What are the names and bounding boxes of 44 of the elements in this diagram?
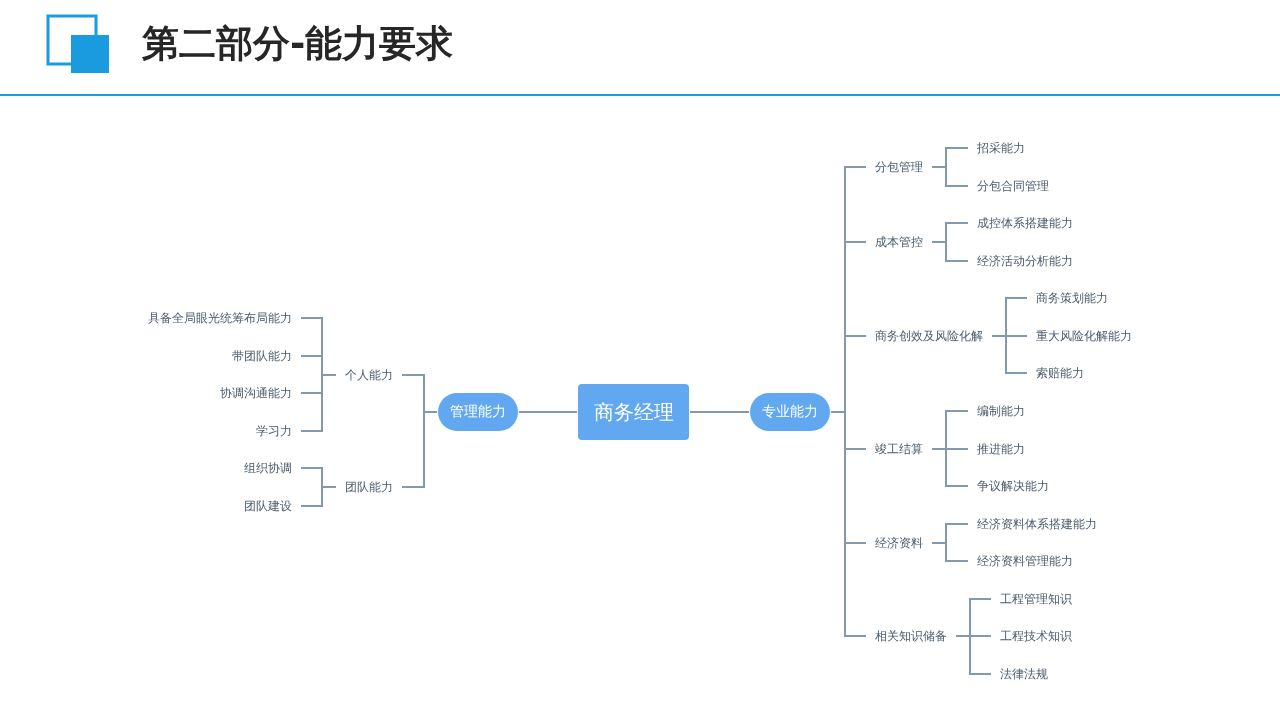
- topic-label: 经济资料: [867, 535, 931, 551]
- topic-label: 经济活动分析能力: [969, 253, 1081, 269]
- topic-label: 团队建设: [236, 498, 300, 514]
- topic-label: 商务创效及风险化解: [867, 328, 991, 344]
- connector-line: [931, 241, 969, 262]
- topic-label: 分包合同管理: [969, 178, 1057, 194]
- connector-line: [300, 486, 337, 507]
- topic-label: 法律法规: [992, 666, 1056, 682]
- topic-label: 竣工结算: [867, 441, 931, 457]
- connector-line: [931, 166, 969, 187]
- topic-pill: 专业能力: [750, 393, 830, 431]
- connector-line: [300, 374, 337, 432]
- connector-line: [991, 335, 1028, 374]
- topic-label: 个人能力: [337, 367, 401, 383]
- topic-label: 学习力: [248, 423, 300, 439]
- topic-label: 工程技术知识: [992, 628, 1080, 644]
- topic-label: 带团队能力: [224, 348, 300, 364]
- connector-line: [689, 411, 750, 413]
- topic-label: 成本管控: [867, 234, 931, 250]
- connector-line: [931, 542, 969, 562]
- topic-label: 推进能力: [969, 441, 1033, 457]
- connector-line: [931, 448, 969, 487]
- root-box: 商务经理: [578, 384, 689, 440]
- topic-label: 协调沟通能力: [212, 385, 300, 401]
- topic-label: 工程管理知识: [992, 591, 1080, 607]
- topic-label: 编制能力: [969, 403, 1033, 419]
- connector-line: [401, 411, 438, 488]
- topic-label: 招采能力: [969, 140, 1033, 156]
- topic-pill: 管理能力: [438, 393, 518, 431]
- topic-label: 分包管理: [867, 159, 931, 175]
- topic-label: 经济资料体系搭建能力: [969, 516, 1105, 532]
- topic-label: 争议解决能力: [969, 478, 1057, 494]
- topic-label: 组织协调: [236, 460, 300, 476]
- topic-label: 团队能力: [337, 479, 401, 495]
- topic-label: 经济资料管理能力: [969, 553, 1081, 569]
- connector-line: [955, 635, 992, 675]
- topic-label: 成控体系搭建能力: [969, 215, 1081, 231]
- topic-label: 索赔能力: [1028, 365, 1092, 381]
- topic-label: 商务策划能力: [1028, 290, 1116, 306]
- connector-line: [518, 411, 578, 413]
- topic-label: 相关知识储备: [867, 628, 955, 644]
- topic-label: 重大风险化解能力: [1028, 328, 1140, 344]
- slide-title: 第二部分-能力要求: [142, 21, 454, 67]
- topic-label: 具备全局眼光统筹布局能力: [140, 310, 300, 326]
